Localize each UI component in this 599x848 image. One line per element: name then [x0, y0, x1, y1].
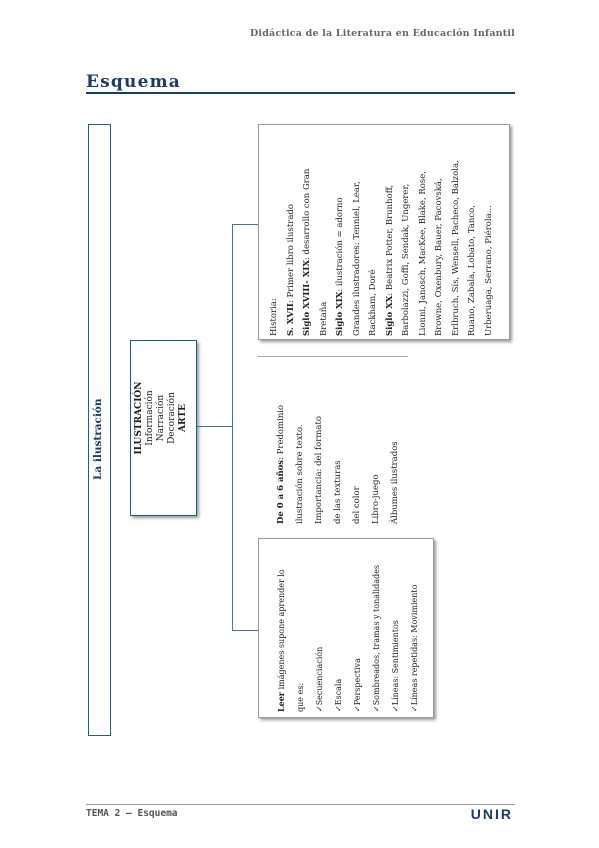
right-box-line: Erlbruch, Sís, Wensell, Pacheco, Balzola… — [448, 126, 465, 336]
middle-box-line: Álbumes ilustrados — [386, 354, 405, 524]
right-box-line: Grandes ilustradores: Tenniel, Lear, — [349, 126, 366, 336]
line-text: imágenes supone aprender lo — [277, 569, 286, 692]
connector-top — [232, 224, 258, 225]
line-text: ✓Sombreados, tramas y tonalidades — [372, 565, 381, 712]
title-divider — [86, 92, 515, 94]
right-box-line: Rackham, Doré — [365, 126, 382, 336]
line-text: del color — [352, 486, 362, 524]
right-box-line: Lionni, Janosch, MacKee, Blake, Rose, — [415, 126, 432, 336]
line-text: ✓Escala — [334, 678, 343, 712]
center-line-4: ARTE — [178, 404, 188, 432]
left-box-line: que es: — [291, 542, 310, 712]
connector-bottom — [232, 630, 258, 631]
line-text: Historia: — [269, 298, 279, 336]
line-text: ilustración sobre texto. — [295, 424, 305, 524]
middle-box-line: de las texturas — [329, 354, 348, 524]
history-box — [258, 124, 510, 340]
left-box-line: Leer imágenes supone aprender lo — [272, 542, 291, 712]
center-line-2: Narración — [156, 394, 166, 442]
right-box-line: Bretaña — [316, 126, 333, 336]
center-line-3: Decoración — [167, 392, 177, 444]
schema-diagram: La ilustración ILUSTRACIÓN Información N… — [86, 120, 516, 740]
left-box-line: ✓Escala — [329, 542, 348, 712]
line-text: Álbumes ilustrados — [390, 441, 400, 524]
line-text: Bretaña — [318, 301, 329, 336]
left-box-line: ✓Secuenciación — [310, 542, 329, 712]
center-line-1: Información — [145, 390, 155, 446]
footer-divider — [86, 804, 515, 805]
root-label: La ilustración — [92, 398, 104, 480]
line-text: : desarrollo con Gran — [302, 168, 312, 261]
line-text: Lionni, Janosch, MacKee, Blake, Rose, — [417, 171, 428, 336]
line-text: ✓Secuenciación — [315, 646, 324, 712]
unir-logo: UNIR — [470, 806, 513, 822]
age-box — [258, 356, 404, 532]
line-text: Grandes ilustradores: Tenniel, Lear, — [351, 181, 362, 336]
line-text: ✓Líneas: Sentimientos — [391, 620, 400, 712]
bold-term: Siglo XIX — [335, 291, 345, 336]
right-box-line: S. XVII: Primer libro ilustrado — [283, 126, 300, 336]
line-text: de las texturas — [333, 460, 343, 524]
right-box-line: Urberuaga, Serrano, Piérola... — [481, 126, 498, 336]
line-text: Browne, Oxenbury, Bauer, Pacovská, — [434, 178, 444, 336]
line-text: Importancia: del formato — [314, 416, 324, 524]
line-text: : Predominio — [276, 404, 286, 460]
age-divider — [258, 356, 408, 357]
middle-box-line: ilustración sobre texto. — [291, 354, 310, 524]
line-text: Urberuaga, Serrano, Piérola... — [483, 205, 494, 336]
running-header: Didáctica de la Literatura en Educación … — [249, 28, 515, 39]
right-box-line: Historia: — [266, 126, 283, 336]
line-text: : Primer libro ilustrado — [285, 204, 296, 304]
line-text: Erlbruch, Sís, Wensell, Pacheco, Balzola… — [450, 160, 461, 336]
root-box — [88, 124, 111, 736]
line-text: Ruano, Zabala, Lobato, Tanco, — [467, 205, 477, 336]
reading-box — [258, 538, 434, 718]
bold-term: Leer — [276, 691, 286, 712]
right-box-line: Barbolazzi, Goffi, Sendak, Ungerer, — [398, 126, 415, 336]
line-text: Rackham, Doré — [368, 269, 378, 336]
left-box-line: ✓Sombreados, tramas y tonalidades — [367, 542, 386, 712]
right-box-line: Siglo XVIII- XIX: desarrollo con Gran — [299, 126, 316, 336]
age-text: De 0 a 6 años: Predominio ilustración sob… — [272, 354, 405, 524]
line-text: Libro-juego — [371, 474, 381, 524]
left-box-line: ✓Líneas: Sentimientos — [386, 542, 405, 712]
footer-label: TEMA 2 – Esquema — [86, 808, 178, 819]
right-box-line: Ruano, Zabala, Lobato, Tanco, — [464, 126, 481, 336]
connector-spine — [232, 224, 233, 630]
bold-term: S. XVII — [285, 303, 296, 336]
center-title: ILUSTRACIÓN — [134, 381, 144, 455]
middle-box-line: Importancia: del formato — [310, 354, 329, 524]
line-text: ✓Líneas repetidas: Movimiento — [410, 584, 419, 712]
page-title: Esquema — [86, 72, 181, 92]
line-text: : Beatrix Potter, Brunhoff, — [384, 184, 395, 296]
left-box-line: ✓Perspectiva — [348, 542, 367, 712]
left-box-line: ✓Líneas repetidas: Movimiento — [405, 542, 424, 712]
middle-box-line: Libro-juego — [367, 354, 386, 524]
bold-term: De 0 a 6 años — [276, 459, 286, 524]
right-box-line: Browne, Oxenbury, Bauer, Pacovská, — [431, 126, 448, 336]
reading-text: Leer imágenes supone aprender lo que es: ✓… — [272, 542, 424, 712]
line-text: : ilustración = adorno — [335, 197, 345, 292]
line-text: Barbolazzi, Goffi, Sendak, Ungerer, — [401, 183, 411, 336]
middle-box-line: del color — [348, 354, 367, 524]
center-box — [130, 340, 197, 516]
bold-term: Siglo XX — [384, 295, 395, 336]
right-box-line: Siglo XX: Beatrix Potter, Brunhoff, — [382, 126, 399, 336]
history-text: Historia: S. XVII: Primer libro ilustrado… — [266, 126, 497, 336]
bold-term: Siglo XVIII- XIX — [302, 260, 312, 336]
line-text: ✓Perspectiva — [353, 658, 362, 712]
middle-box-line: De 0 a 6 años: Predominio — [272, 354, 291, 524]
connector-center — [197, 426, 232, 427]
right-box-line: Siglo XIX: ilustración = adorno — [332, 126, 349, 336]
center-text: ILUSTRACIÓN Información Narración Decora… — [134, 334, 189, 502]
line-text: que es: — [296, 682, 305, 712]
